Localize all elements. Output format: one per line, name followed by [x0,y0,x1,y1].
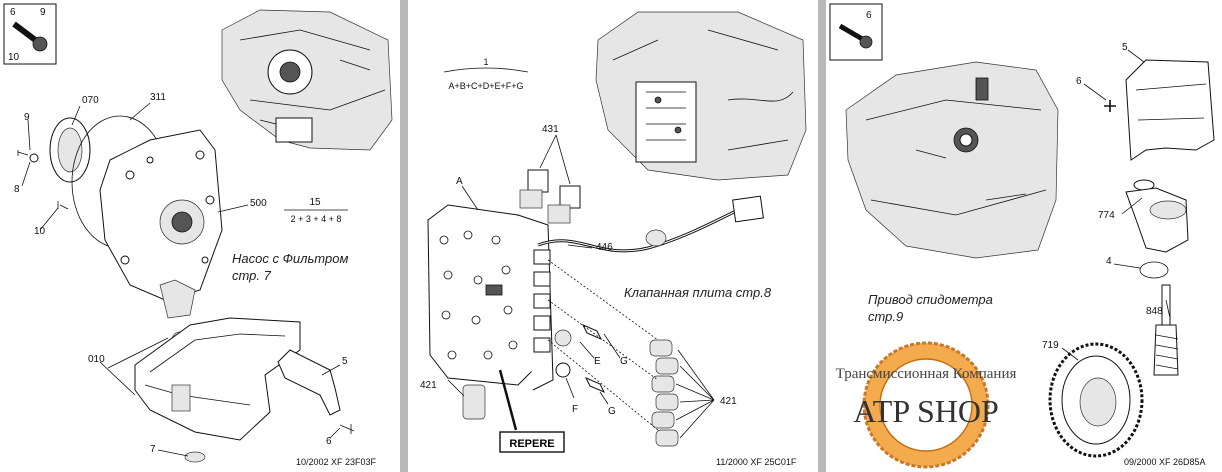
callout-500: 500 [250,198,267,209]
callout-10: 10 [34,226,46,237]
callout-g-upper: G [620,356,628,367]
valve-body-plate [427,204,554,391]
o-ring-4 [1139,261,1169,279]
callout-311: 311 [150,92,166,103]
caption-speedometer-line2: стр.9 [868,309,903,324]
seal-070 [49,117,91,183]
callout-421-right: 421 [720,396,737,407]
transmission-sketch [845,61,1059,259]
panel-speedometer-drive: 6 [826,0,1222,472]
reference-code: 11/2000 XF 25C01F [716,457,797,467]
callout-446: 446 [596,242,613,253]
callout-774: 774 [1098,210,1115,221]
filter-010 [134,317,301,441]
caption-pump-line1: Насос с Фильтром [232,251,348,266]
bolt-icon-box: 6 [829,3,883,61]
bolt-label-6: 6 [866,10,872,21]
fraction-top: 15 [309,197,321,208]
solenoid-421-left [462,384,486,420]
callout-848: 848 [1146,306,1163,317]
callout-431: 431 [542,124,559,135]
pinion-848 [1153,284,1179,376]
bolt-label-6: 6 [10,7,16,18]
callout-4: 4 [1106,256,1112,267]
bracket-5 [277,349,341,416]
callout-8: 8 [14,184,20,195]
callout-f: F [572,404,578,415]
valve-body-diagram: 1 A+B+C+D+E+F+G [420,11,807,467]
callout-6: 6 [326,436,332,447]
fraction-top: 1 [483,57,488,67]
callout-070: 070 [82,95,99,106]
callout-421-left: 421 [420,380,437,391]
atp-shop-watermark: Трансмиссионная Компания ATP SHOP [836,341,1017,469]
repere-box [499,431,565,453]
callout-g-lower: G [608,406,616,417]
panel-valve-body: 1 A+B+C+D+E+F+G [408,0,818,472]
callout-010: 010 [88,354,105,365]
caption-speedometer-line1: Привод спидометра [868,292,993,307]
bolt-7 [184,451,206,463]
bolt-label-10: 10 [8,52,20,63]
pump-body-500 [99,129,223,319]
caption-pump-line2: стр. 7 [232,268,272,283]
fraction-bottom: 2 + 3 + 4 + 8 [291,214,342,224]
solenoid-bank-421 [649,339,679,447]
gear-719 [1048,342,1144,458]
caption-valve-body: Клапанная плита стр.8 [624,285,772,300]
fraction-bottom: A+B+C+D+E+F+G [448,81,523,91]
speedometer-drive-diagram: 6 [829,3,1215,469]
callout-5: 5 [1122,42,1128,53]
cover-5 [1125,59,1215,161]
transmission-sketch [221,9,393,151]
reference-code: 09/2000 XF 26D85A [1124,457,1206,467]
callout-7: 7 [150,444,156,455]
solenoid-431 [519,169,581,224]
callout-719: 719 [1042,340,1059,351]
bolt-icon-box: 6 9 10 [3,3,57,65]
transmission-sketch [595,11,807,181]
callout-6: 6 [1076,76,1082,87]
bolt-label-9: 9 [40,7,46,18]
pump-filter-diagram: 6 9 10 [3,3,393,467]
callout-5: 5 [342,356,348,367]
watermark-brand: ATP SHOP [853,393,999,429]
panel-divider-1 [400,0,408,472]
panel-pump-filter: 6 9 10 [0,0,400,472]
callout-e: E [594,356,601,367]
callout-a: A [456,176,463,187]
housing-774 [1125,179,1189,253]
panel-divider-2 [818,0,826,472]
reference-code: 10/2002 XF 23F03F [296,457,377,467]
watermark-company: Трансмиссионная Компания [836,366,1017,382]
repere-label: REPERE [509,438,554,450]
callout-9: 9 [24,112,30,123]
